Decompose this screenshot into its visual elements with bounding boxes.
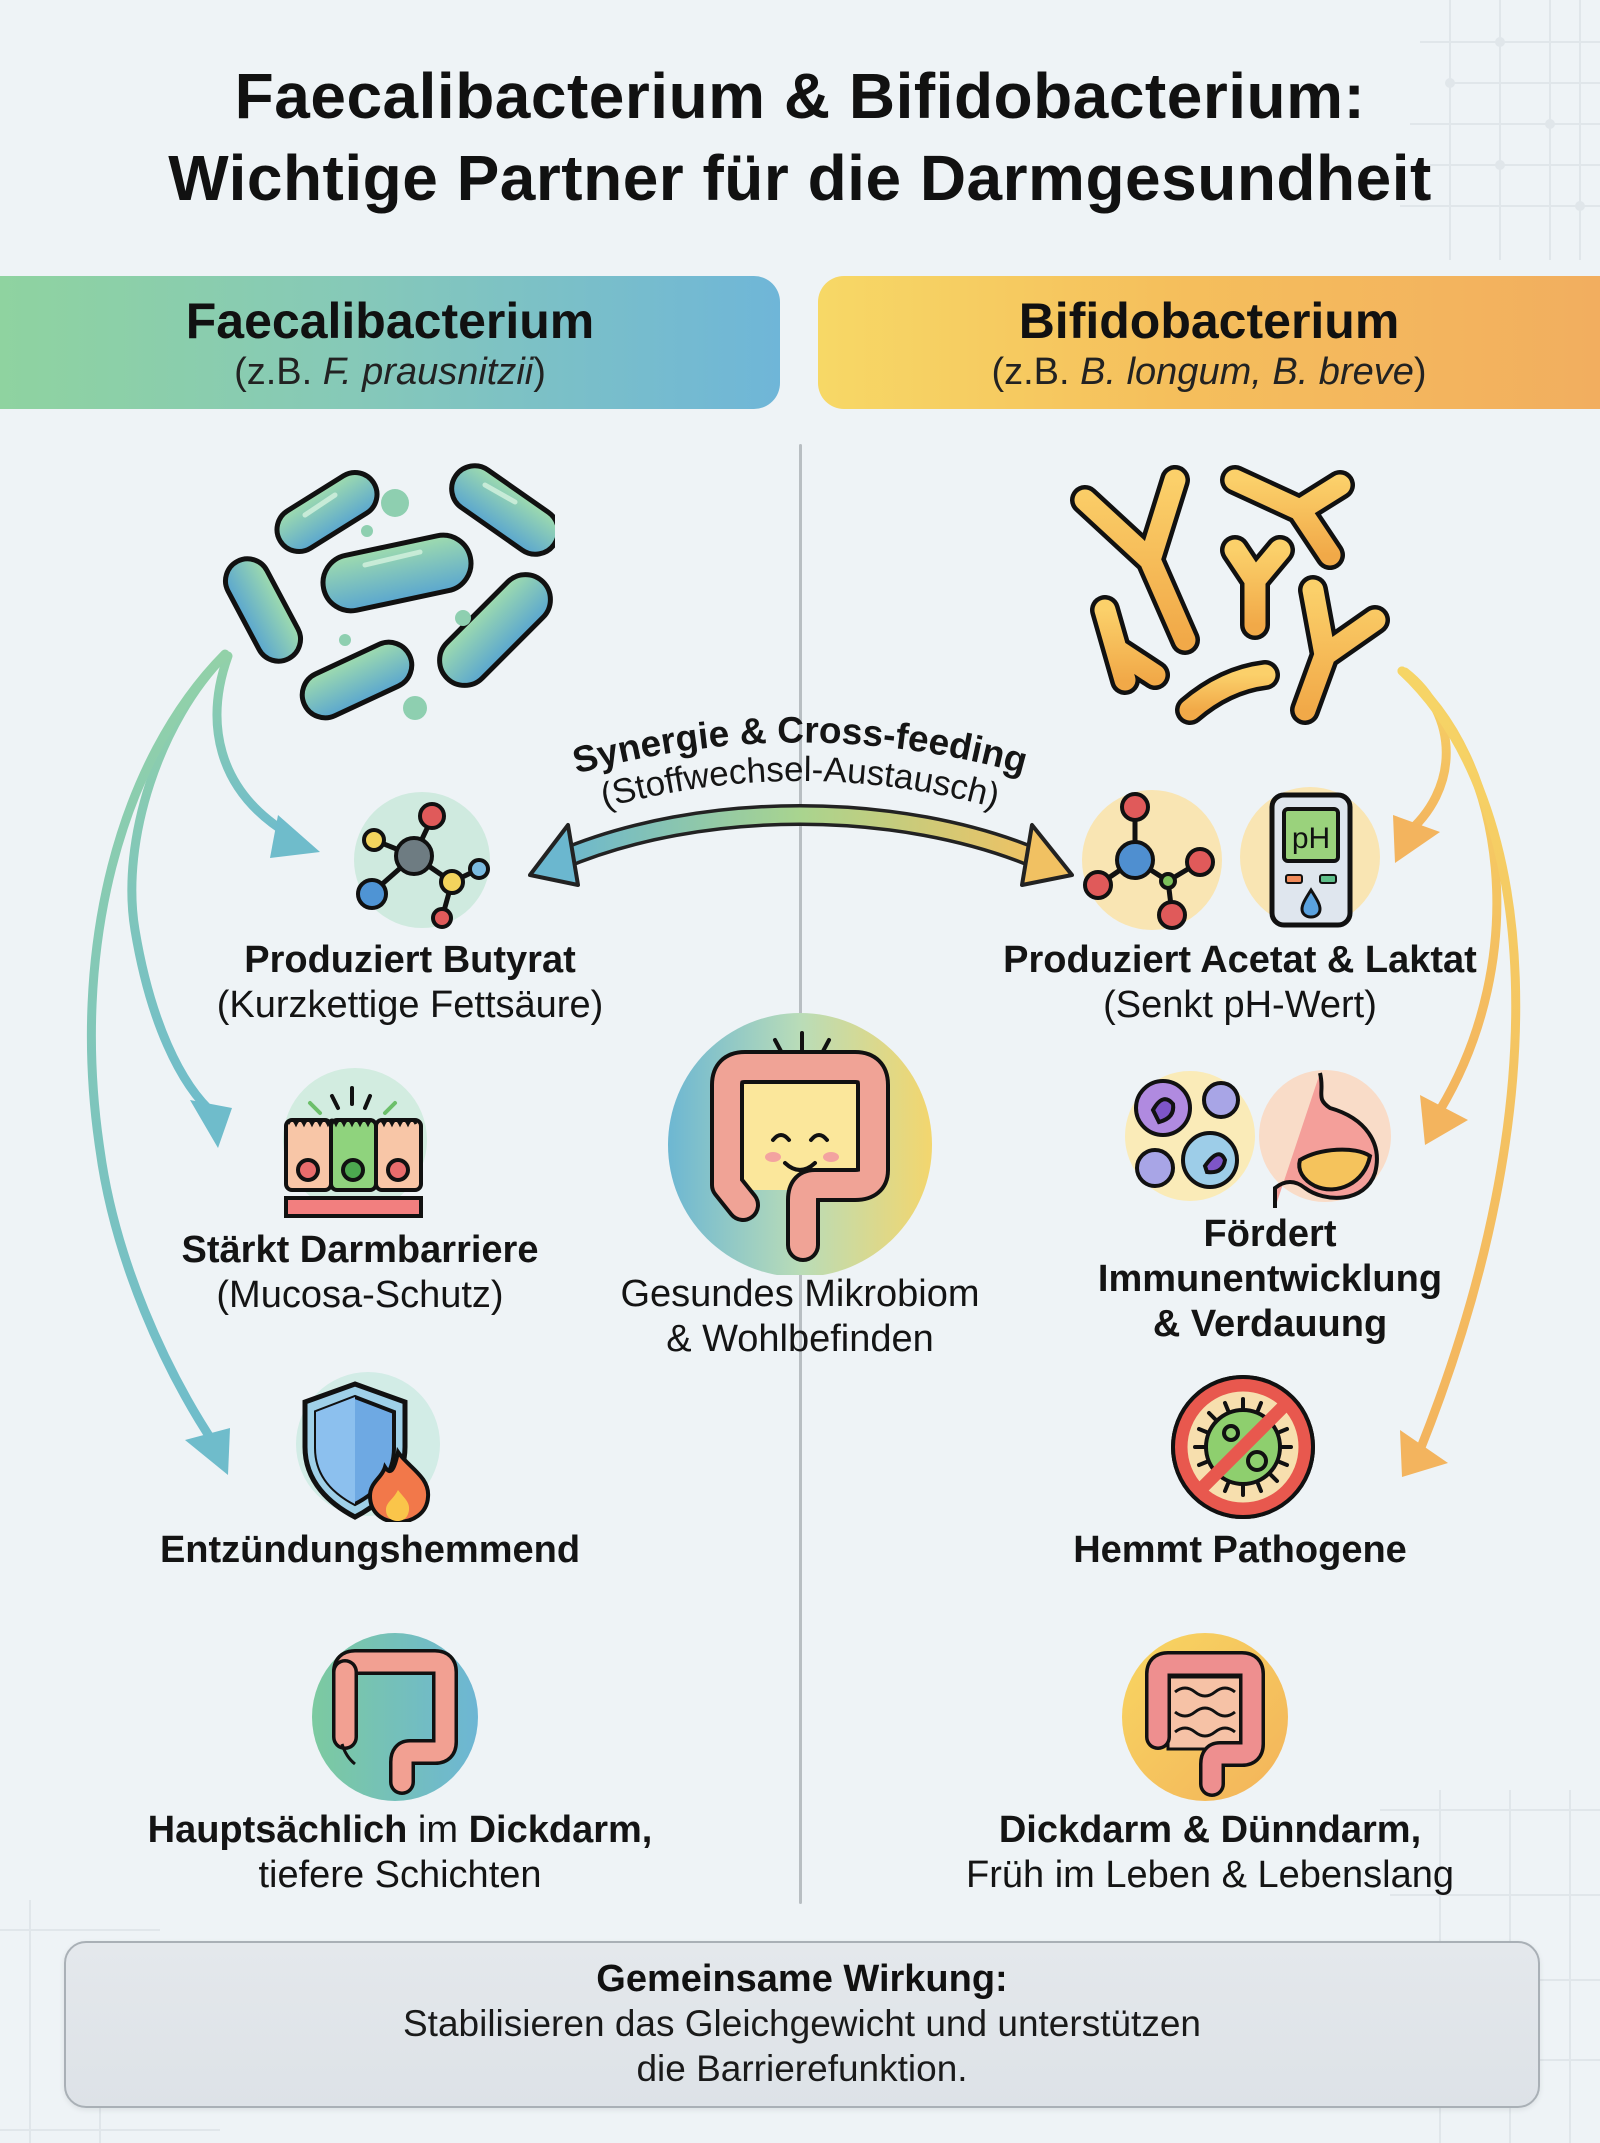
title-regular: im [407, 1809, 469, 1851]
example-suffix: ) [533, 351, 546, 393]
ph-label: pH [1292, 822, 1330, 855]
hub-line-1: Gesundes Mikrobiom [620, 1273, 980, 1315]
immune-cells-and-stomach-icon [1125, 1070, 1391, 1208]
molecule-icon [354, 792, 490, 929]
right-arrowhead-1 [1393, 815, 1440, 863]
intestinal-barrier-icon [283, 1068, 427, 1218]
intestines-icon [1122, 1633, 1288, 1801]
synergy-arrowhead-right [1020, 823, 1074, 887]
feature-location: Hauptsächlich im Dickdarm, tiefere Schic… [100, 1808, 700, 1898]
faecalibacterium-name: Faecalibacterium [185, 293, 595, 349]
feature-subtitle: Früh im Leben & Lebenslang [966, 1854, 1454, 1896]
left-arrowhead-1 [270, 815, 320, 858]
feature-subtitle: (Kurzkettige Fettsäure) [216, 984, 604, 1026]
example-species: F. prausnitzii [322, 351, 534, 393]
page-title: Faecalibacterium & Bifidobacterium: Wich… [0, 55, 1600, 219]
feature-title-line-3: & Verdauung [1152, 1303, 1388, 1345]
summary-title: Gemeinsame Wirkung: [596, 1958, 1008, 2000]
feature-title-line-1: Fördert [1203, 1213, 1337, 1255]
example-suffix: ) [1413, 351, 1427, 393]
feature-title: Dickdarm & Dünndarm, [998, 1809, 1422, 1851]
shield-flame-icon [296, 1372, 440, 1522]
feature-title: Produziert Acetat & Laktat [1003, 939, 1477, 981]
right-arrow-to-pathogens [1397, 666, 1521, 1455]
feature-barrier: Stärkt Darmbarriere (Mucosa-Schutz) [110, 1228, 610, 1318]
right-arrowhead-2 [1420, 1095, 1468, 1145]
bifidobacterium-header: Bifidobacterium (z.B. B. longum, B. brev… [818, 276, 1600, 409]
molecule-and-ph-meter-icon: pH [1082, 787, 1380, 930]
happy-colon-icon [668, 1013, 932, 1275]
bifidobacterium-name: Bifidobacterium [1018, 293, 1400, 349]
right-arrowhead-3 [1400, 1430, 1448, 1477]
summary-box: Gemeinsame Wirkung: Stabilisieren das Gl… [64, 1941, 1540, 2108]
left-arrow-to-butyrate [212, 651, 295, 840]
example-prefix: (z.B. [234, 351, 323, 393]
feature-location: Dickdarm & Dünndarm, Früh im Leben & Leb… [920, 1808, 1500, 1898]
feature-subtitle: tiefere Schichten [258, 1854, 542, 1896]
faecalibacterium-example: (z.B. F. prausnitzii) [0, 350, 780, 394]
feature-subtitle: (Senkt pH-Wert) [1103, 984, 1377, 1026]
colon-icon [312, 1633, 478, 1801]
hub-label: Gesundes Mikrobiom & Wohlbefinden [580, 1272, 1020, 1362]
summary-line-2: die Barrierefunktion. [636, 2048, 968, 2089]
y-shaped-bacteria-icon [1070, 465, 1390, 725]
feature-anti-inflammatory: Entzündungshemmend [110, 1528, 630, 1573]
feature-butyrate: Produziert Butyrat (Kurzkettige Fettsäur… [140, 938, 680, 1028]
feature-title: Entzündungshemmend [159, 1529, 581, 1571]
title-bold-1: Hauptsächlich [147, 1809, 408, 1851]
synergy-label: Synergie & Cross-feeding (Stoffwechsel-A… [568, 709, 1032, 815]
feature-subtitle: (Mucosa-Schutz) [216, 1274, 504, 1316]
feature-title: Hemmt Pathogene [1073, 1529, 1407, 1571]
feature-inhibit-pathogens: Hemmt Pathogene [1010, 1528, 1470, 1573]
title-bold-2: Dickdarm, [468, 1809, 653, 1851]
feature-title: Produziert Butyrat [244, 939, 576, 981]
feature-acetate-lactate: Produziert Acetat & Laktat (Senkt pH-Wer… [960, 938, 1520, 1028]
left-arrow-to-antiinflammatory [86, 649, 230, 1450]
left-arrowhead-2 [190, 1100, 232, 1148]
summary-line-1: Stabilisieren das Gleichgewicht und unte… [402, 2003, 1201, 2044]
rod-bacteria-icon [223, 463, 555, 721]
pathogen-prohibited-icon [1171, 1375, 1315, 1519]
left-arrow-to-barrier [127, 650, 230, 1120]
feature-title: Stärkt Darmbarriere [181, 1229, 539, 1271]
synergy-arrowhead-left [528, 823, 580, 887]
example-prefix: (z.B. [991, 351, 1081, 393]
feature-title: Hauptsächlich im Dickdarm, [100, 1808, 700, 1853]
feature-title-line-2: Immunentwicklung [1097, 1258, 1443, 1300]
left-arrowhead-3 [185, 1428, 230, 1475]
faecalibacterium-header: Faecalibacterium (z.B. F. prausnitzii) [0, 276, 780, 409]
hub-line-2: & Wohlbefinden [666, 1318, 934, 1360]
title-line-1: Faecalibacterium & Bifidobacterium: [234, 60, 1366, 132]
bifidobacterium-example: (z.B. B. longum, B. breve) [818, 350, 1600, 394]
example-species: B. longum, B. breve [1080, 351, 1414, 393]
title-line-2: Wichtige Partner für die Darmgesundheit [168, 142, 1432, 214]
feature-immune-digestion: Fördert Immunentwicklung & Verdauung [1040, 1212, 1500, 1347]
